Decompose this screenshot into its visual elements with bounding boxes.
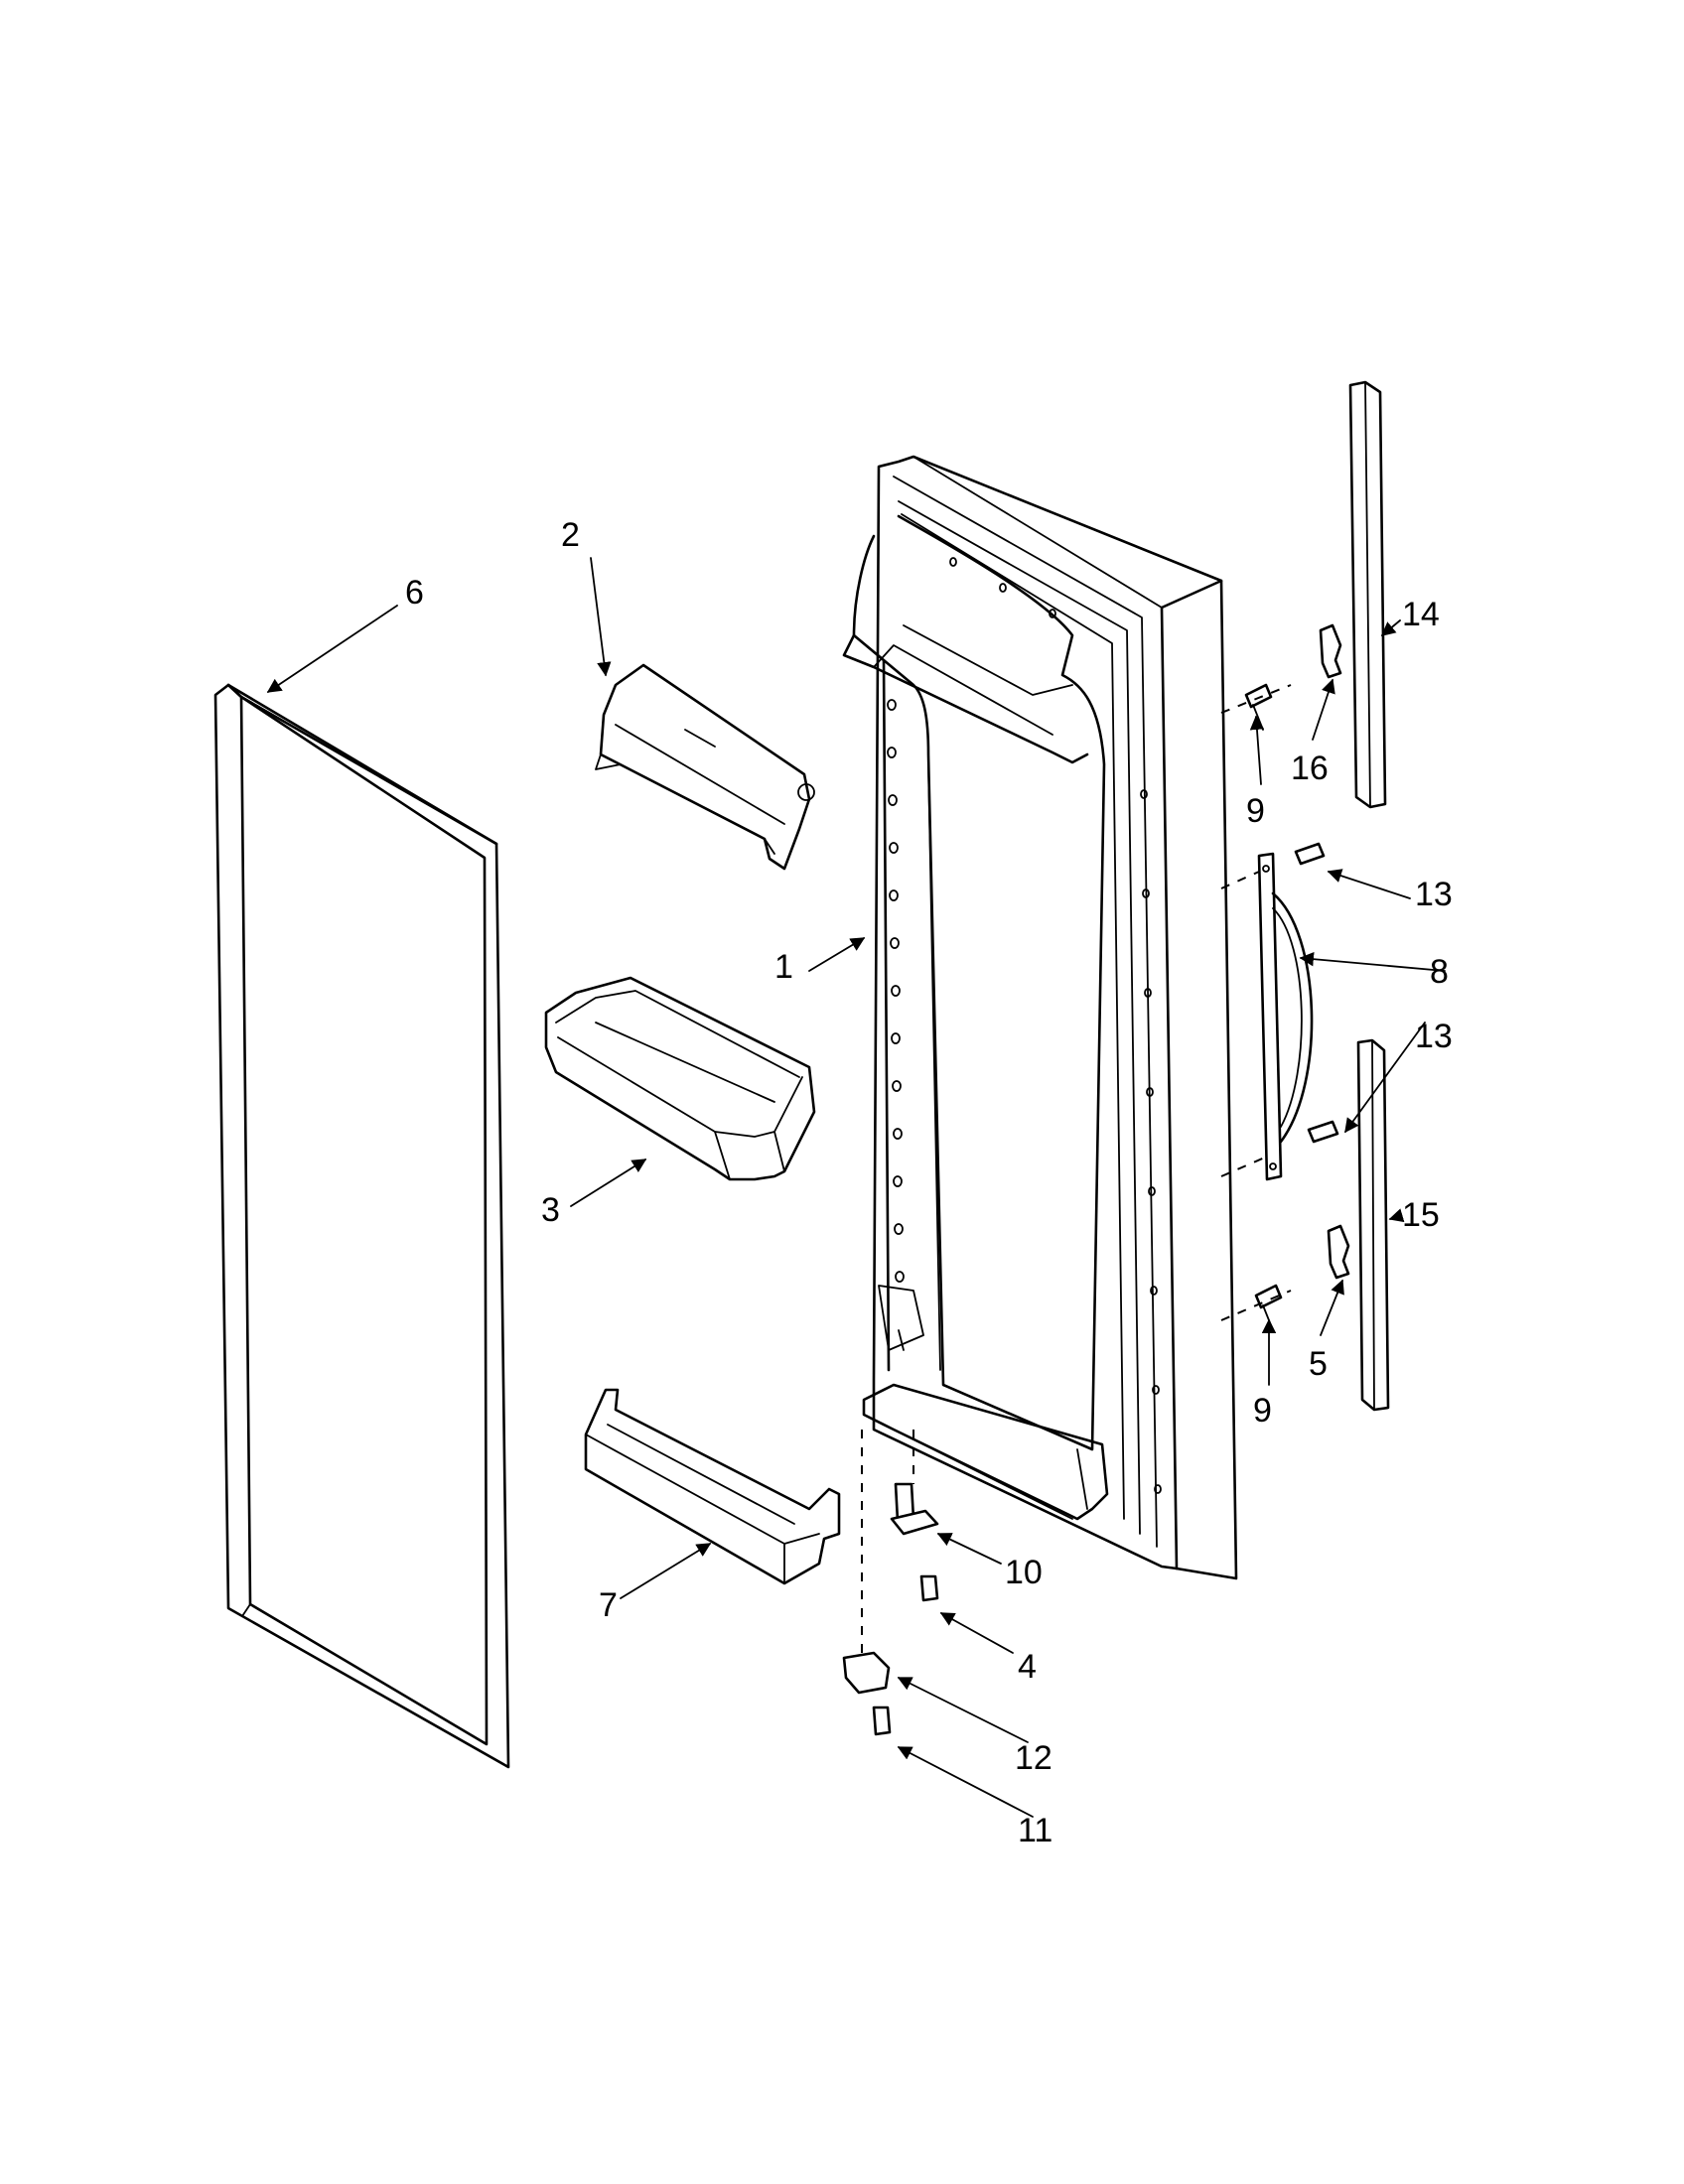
upper-trim-clip [1319, 623, 1342, 679]
callout-10: 10 [1005, 1554, 1043, 1591]
callout-7: 7 [599, 1586, 618, 1624]
door-shelf-holes [887, 557, 1162, 1494]
callout-1: 1 [774, 948, 793, 986]
callout-15: 15 [1402, 1196, 1440, 1234]
callout-12: 12 [1015, 1739, 1052, 1777]
callout-9-lower: 9 [1253, 1392, 1272, 1430]
lower-door-shelf [584, 1388, 841, 1585]
handle-screw-upper [1294, 842, 1326, 866]
callout-3: 3 [541, 1191, 560, 1229]
callout-4: 4 [1018, 1648, 1037, 1686]
upper-trim-strip [1348, 380, 1387, 809]
handle-screw-lower [1307, 1120, 1339, 1144]
bracket-screw [872, 1706, 892, 1736]
callout-11: 11 [1018, 1812, 1052, 1849]
dairy-door [595, 663, 815, 871]
callout-16: 16 [1291, 750, 1329, 787]
callout-labels: 1 2 3 4 5 6 7 8 9 9 10 11 12 13 13 14 15… [405, 516, 1453, 1849]
callout-9-upper: 9 [1246, 792, 1265, 830]
callout-5: 5 [1309, 1345, 1328, 1383]
hinge-pin [890, 1482, 939, 1536]
door-handle [1257, 852, 1314, 1181]
callout-13-lower: 13 [1415, 1018, 1453, 1055]
assembly-lines [861, 684, 1292, 1658]
hinge-bracket [842, 1651, 891, 1695]
lower-trim-strip [1356, 1038, 1390, 1412]
door-liner [842, 455, 1238, 1580]
hinge-screw [919, 1574, 939, 1602]
leader-arrows [266, 557, 1446, 1818]
callout-2: 2 [561, 516, 580, 554]
door-gasket [213, 683, 510, 1769]
callout-6: 6 [405, 574, 424, 612]
lower-trim-clip [1327, 1224, 1350, 1280]
callout-8: 8 [1430, 953, 1449, 991]
door-bin [544, 976, 816, 1181]
callout-13-upper: 13 [1415, 876, 1453, 913]
screw-upper [1244, 683, 1273, 731]
callout-14: 14 [1402, 596, 1440, 633]
